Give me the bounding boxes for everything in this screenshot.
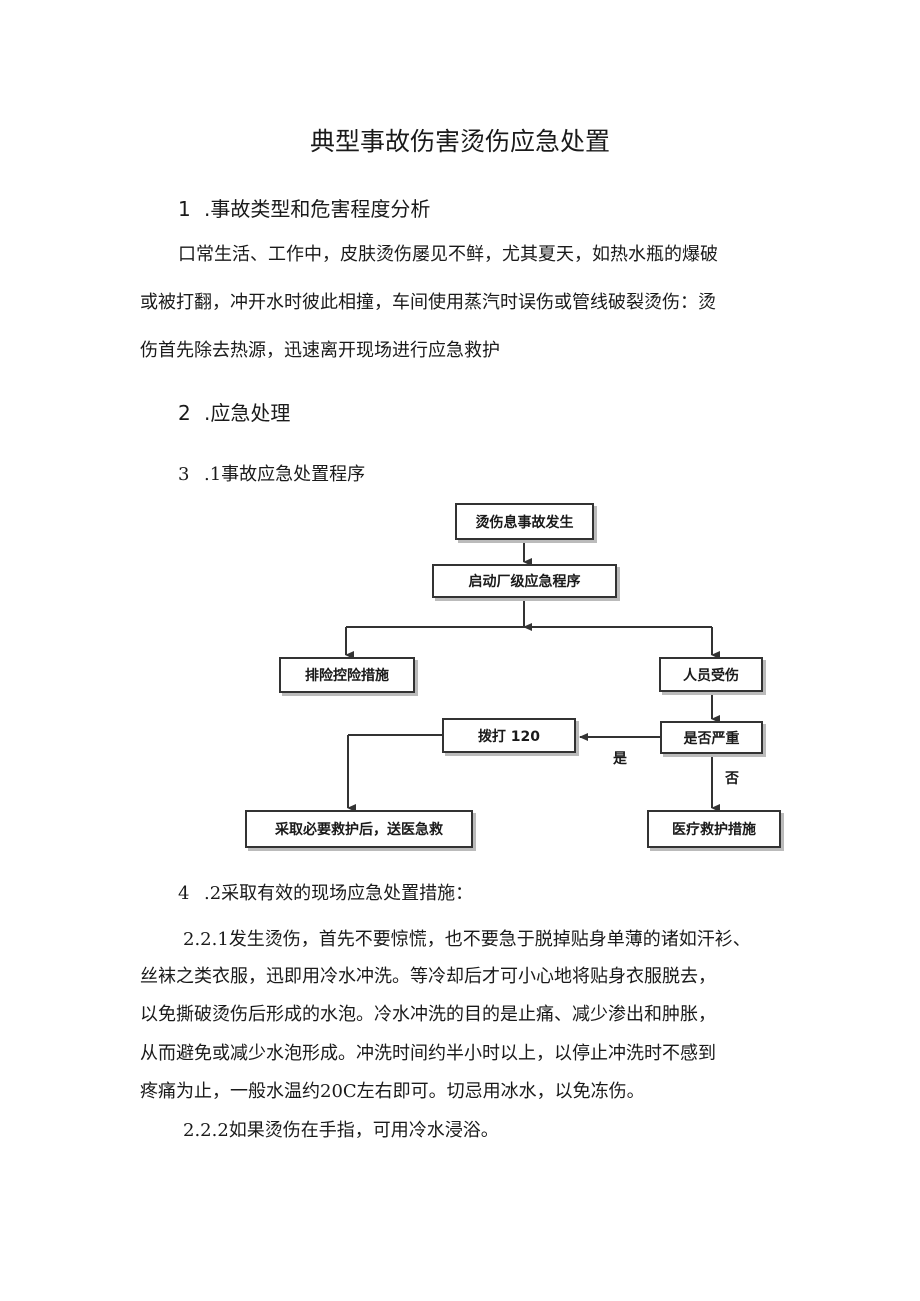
flow-label-yes: 是	[613, 751, 627, 767]
flow-box-serious: 是否严重	[660, 721, 763, 754]
flow-box-hazard-control: 排险控险措施	[279, 657, 415, 693]
section-2-title: .应急处理	[204, 401, 291, 425]
section-4-title: .2采取有效的现场应急处置措施：	[204, 883, 474, 904]
paragraph-line: 伤首先除去热源，迅速离开现场进行应急救护	[140, 340, 500, 361]
section-4-number: 4	[178, 883, 190, 904]
paragraph-line: 或被打翻，冲开水时彼此相撞，车间使用蒸汽时误伤或管线破裂烫伤：烫	[140, 292, 716, 313]
section-4-heading: 4 .2采取有效的现场应急处置措施：	[178, 879, 473, 905]
paragraph-line: 2.2.1发生烫伤，首先不要惊慌，也不要急于脱掉贴身单薄的诸如汗衫、	[183, 929, 751, 950]
paragraph-line: 疼痛为止，一般水温约20C左右即可。切忌用冰水，以免冻伤。	[140, 1081, 645, 1102]
section-2-heading: 2 .应急处理	[178, 397, 290, 426]
flow-box-call-120: 拨打 120	[442, 718, 576, 753]
section-3-title: .1事故应急处置程序	[204, 464, 366, 485]
paragraph-line: 从而避免或减少水泡形成。冲洗时间约半小时以上，以停止冲洗时不感到	[140, 1043, 716, 1064]
flow-box-rescue: 采取必要救护后，送医急救	[245, 810, 473, 848]
flow-box-start: 烫伤息事故发生	[455, 503, 594, 540]
flow-box-activate: 启动厂级应急程序	[432, 564, 617, 598]
paragraph-line: 口常生活、工作中，皮肤烫伤屡见不鲜，尤其夏天，如热水瓶的爆破	[178, 244, 718, 265]
flow-box-injured: 人员受伤	[659, 657, 763, 692]
section-1-number: 1	[178, 197, 191, 221]
page-title: 典型事故伤害烫伤应急处置	[309, 127, 610, 156]
section-2-number: 2	[178, 401, 191, 425]
paragraph-line: 丝袜之类衣服，迅即用冷水冲洗。等冷却后才可小心地将贴身衣服脱去，	[140, 966, 716, 987]
flow-box-medical: 医疗救护措施	[647, 810, 781, 848]
section-1-title: .事故类型和危害程度分析	[204, 197, 431, 221]
section-3-number: 3	[178, 464, 190, 485]
section-1-heading: 1 .事故类型和危害程度分析	[178, 193, 430, 222]
paragraph-2-2-2: 2.2.2如果烫伤在手指，可用冷水浸浴。	[183, 1120, 499, 1141]
flow-label-no: 否	[725, 771, 739, 787]
paragraph-line: 以免撕破烫伤后形成的水泡。冷水冲洗的目的是止痛、减少渗出和肿胀，	[140, 1004, 716, 1025]
section-3-heading: 3 .1事故应急处置程序	[178, 460, 365, 486]
